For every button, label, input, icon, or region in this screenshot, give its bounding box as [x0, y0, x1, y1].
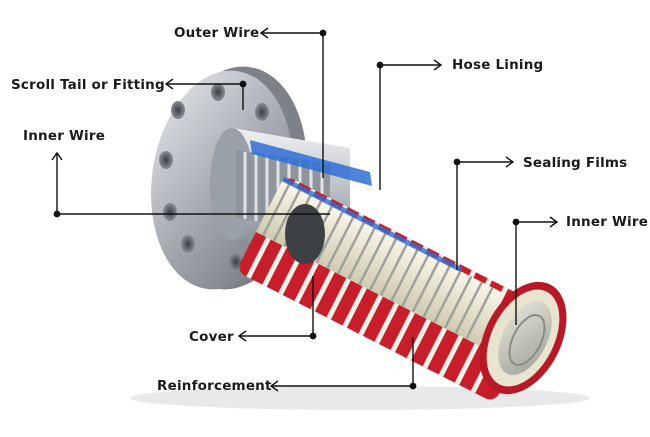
fitting-bore [285, 204, 325, 264]
sealing-film-blue [250, 140, 372, 186]
label-reinforcement: Reinforcement [157, 378, 272, 394]
label-outer-wire: Outer Wire [174, 25, 260, 41]
hose-end-bore [498, 300, 552, 376]
label-sealing-films: Sealing Films [523, 155, 628, 171]
label-inner-wire-right: Inner Wire [566, 214, 649, 230]
label-scroll-tail: Scroll Tail or Fitting [11, 77, 165, 93]
label-cover: Cover [189, 329, 234, 345]
arrowheads [51, 27, 559, 392]
inner-wire-coils [261, 183, 494, 340]
label-hose-lining: Hose Lining [452, 57, 544, 73]
leader-dots [53, 29, 520, 390]
label-inner-wire-left: Inner Wire [23, 128, 106, 144]
sealing-film [281, 176, 463, 273]
